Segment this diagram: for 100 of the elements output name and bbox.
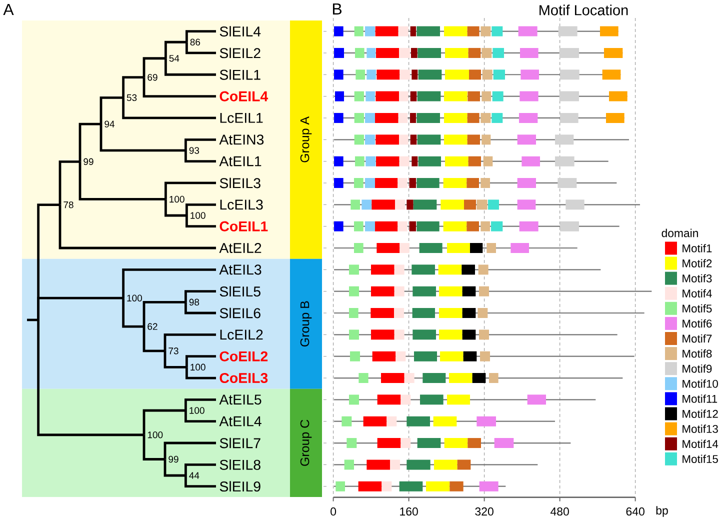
tree-branch (142, 434, 165, 460)
tree-branch (164, 333, 216, 351)
tree-branch (164, 350, 187, 368)
tree-branch (184, 410, 216, 423)
bootstrap-value: 100 (190, 212, 206, 219)
leaf-label: SlEIL5 (220, 286, 260, 297)
tick-label: 640 (626, 507, 644, 516)
leaf-label: SlEIL7 (220, 438, 260, 448)
leaf-label: SlEIL8 (220, 459, 260, 470)
tree-branch (186, 367, 216, 380)
node-label: Group B (300, 301, 312, 346)
tree-branch (164, 199, 187, 217)
legend-label: Motif13 (682, 424, 718, 433)
tree-branch (78, 122, 101, 162)
tree-branch (164, 40, 187, 58)
leaf-label: AtEIL2 (219, 242, 262, 253)
legend-label: Motif7 (682, 334, 712, 343)
axis-unit: bp (656, 506, 668, 517)
tree-branch (164, 442, 216, 460)
leaf-label: AtEIL5 (219, 394, 262, 405)
legend-label: Motif6 (682, 319, 712, 328)
bootstrap-value: 98 (189, 298, 200, 306)
tree-branch (142, 326, 165, 352)
node-label: Group A (300, 116, 312, 162)
legend-label: Motif4 (682, 289, 712, 298)
legend-label: Motif8 (682, 349, 712, 358)
bootstrap-value: 69 (148, 74, 158, 81)
tree-branch (142, 57, 166, 78)
legend-title: domain (662, 228, 698, 238)
leaf-label: CoEIL1 (220, 221, 268, 232)
bootstrap-value: 73 (168, 348, 178, 354)
tree-branch (122, 298, 144, 328)
bootstrap-value: 94 (104, 120, 114, 128)
bootstrap-value: 99 (84, 158, 94, 166)
legend-label: Motif5 (682, 304, 712, 312)
tree-branch (37, 320, 144, 436)
tree-branch (184, 150, 216, 163)
leaf-label: AtEIL4 (219, 416, 262, 426)
bootstrap-value: 93 (189, 147, 200, 154)
leaf-label: CoEIL2 (220, 351, 268, 362)
leaf-label: CoEIL4 (220, 91, 268, 102)
legend-label: Motif1 (682, 244, 712, 252)
bootstrap-value: 86 (190, 38, 200, 46)
tree-branch (184, 302, 216, 314)
tree-branch (100, 96, 124, 124)
bootstrap-value: 100 (127, 294, 142, 302)
bootstrap-value: 78 (64, 201, 74, 208)
leaf-label: LcEIL2 (220, 330, 263, 340)
chart-title: Motif Location (540, 4, 628, 16)
bootstrap-value: 100 (190, 407, 204, 414)
tree-branch (184, 463, 216, 476)
tree-branch (142, 77, 216, 98)
tree-branch (164, 459, 186, 477)
tick-label: 320 (475, 507, 494, 516)
legend-label: Motif10 (682, 380, 718, 388)
tree-branch (100, 124, 186, 152)
bootstrap-value: 62 (148, 323, 158, 330)
leaf-label: SlEIL6 (220, 308, 260, 318)
leaf-label: AtEIL3 (219, 264, 262, 275)
bootstrap-value: 53 (126, 94, 137, 102)
legend-label: Motif14 (682, 440, 718, 448)
tree-branch (122, 98, 216, 120)
tree-branch (184, 290, 216, 302)
tree-branch (186, 203, 216, 216)
tick-label: 480 (550, 507, 569, 516)
leaf-label: SlEIL1 (220, 69, 260, 80)
tree-branch (186, 42, 216, 54)
tree-branch (142, 409, 186, 435)
panel-letter: B (332, 4, 342, 14)
tree-branch (184, 476, 216, 488)
tree-branch (122, 76, 144, 98)
tree-branch (186, 216, 216, 228)
bootstrap-value: 44 (189, 472, 200, 479)
leaf-label: SlEIL3 (220, 178, 260, 188)
tree-branch (164, 58, 216, 76)
tree-branch (58, 204, 216, 250)
tree-branch (184, 138, 216, 150)
leaf-label: AtEIL1 (219, 156, 262, 166)
bootstrap-value: 100 (190, 364, 206, 371)
legend-label: Motif2 (682, 259, 712, 268)
leaf-label: SlEIL2 (220, 48, 260, 58)
leaf-label: LcEIL1 (220, 113, 263, 123)
tree-branch (142, 300, 186, 327)
legend-label: Motif11 (682, 394, 718, 403)
tick-label: 160 (400, 507, 418, 516)
node-label: Group C (300, 420, 312, 466)
tree-branch (27, 296, 124, 322)
bootstrap-value: 100 (170, 196, 184, 203)
leaf-label: SlEIL4 (220, 26, 261, 36)
legend-label: Motif9 (682, 364, 712, 373)
tick-label: 0 (330, 507, 336, 516)
leaf-label: AtEIN3 (219, 134, 264, 145)
bootstrap-value: 99 (168, 456, 178, 463)
legend-label: Motif12 (682, 410, 718, 418)
tree-branch (122, 268, 216, 298)
bootstrap-value: 100 (148, 432, 163, 438)
tree-branch (186, 30, 216, 42)
bootstrap-value: 54 (169, 55, 180, 62)
tree-branch (58, 160, 80, 205)
legend-label: Motif3 (682, 274, 712, 282)
